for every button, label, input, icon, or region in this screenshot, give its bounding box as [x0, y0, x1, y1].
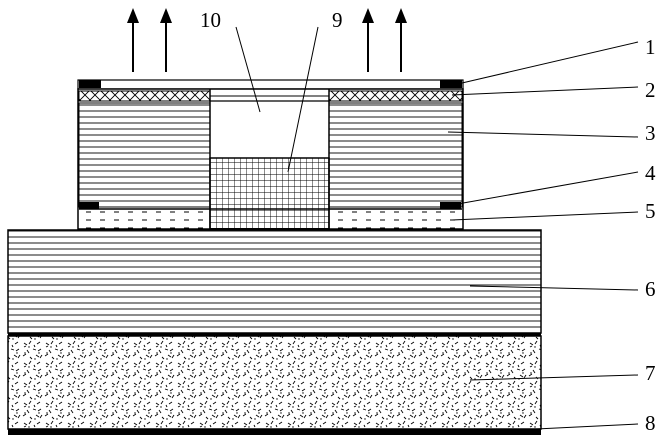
label-8: 8 [645, 411, 656, 435]
layer-1-top-contact [78, 80, 463, 89]
label-10: 10 [200, 8, 221, 32]
top-electrode-right [440, 80, 462, 88]
label-1: 1 [645, 35, 656, 59]
layer-6 [8, 230, 541, 333]
arrow-up-icon [362, 8, 374, 72]
top-electrode-left [79, 80, 101, 88]
label-2: 2 [645, 78, 656, 102]
label-7: 7 [645, 361, 656, 385]
label-4: 4 [645, 161, 656, 185]
layer-7 [8, 336, 541, 429]
central-aperture [210, 89, 329, 229]
region-10 [211, 102, 328, 158]
label-6: 6 [645, 277, 656, 301]
arrow-up-icon [395, 8, 407, 72]
label-5: 5 [645, 199, 656, 223]
arrow-up-icon [127, 8, 139, 72]
arrow-up-icon [160, 8, 172, 72]
region-9 [210, 158, 329, 229]
label-9: 9 [332, 8, 343, 32]
emission-arrows [127, 8, 407, 72]
label-3: 3 [645, 121, 656, 145]
layer-8-bottom-contact [8, 429, 541, 435]
